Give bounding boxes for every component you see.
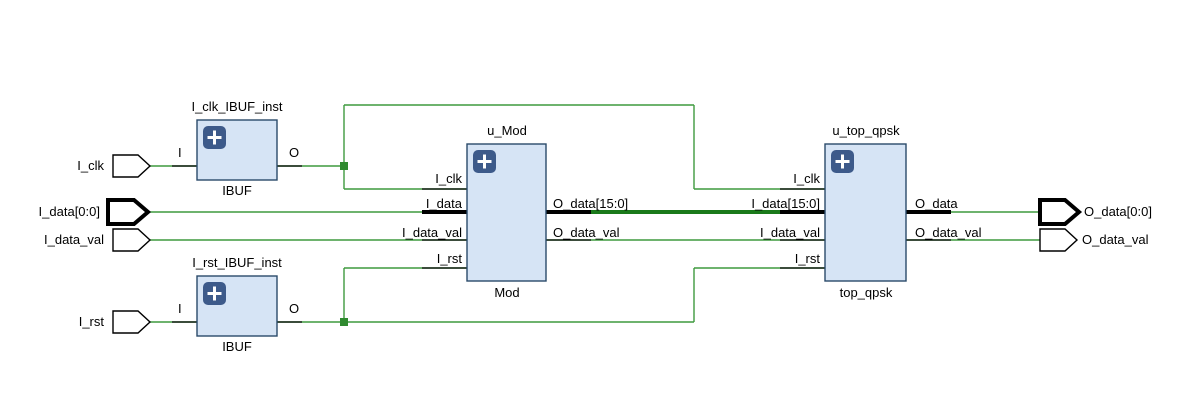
block-instance-label-u-top-qpsk: u_top_qpsk — [832, 123, 900, 138]
pin-label-u-top-qpsk-i-data: I_data[15:0] — [751, 196, 820, 211]
pin-label-u-mod-i-data: I_data — [425, 196, 462, 211]
pin-label-u-mod-o-data: O_data[15:0] — [553, 196, 629, 211]
output-port-shape-o-data-val[interactable] — [1039, 228, 1079, 252]
input-port-label-i-clk: I_clk — [77, 158, 104, 173]
input-port-label-i-rst: I_rst — [78, 314, 104, 329]
badge-layer — [203, 126, 854, 305]
pin-label-u-top-qpsk-o-data-val: O_data_val — [915, 225, 982, 240]
expand-plus-icon-u-mod[interactable] — [473, 150, 496, 173]
pin-label-u-top-qpsk-i-data-val: I_data_val — [760, 225, 820, 240]
pin-label-u-mod-i-rst: I_rst — [436, 251, 462, 266]
pin-label-u-mod-i-data-val: I_data_val — [402, 225, 462, 240]
pin-label-i-clk-ibuf-in: I — [178, 145, 182, 160]
output-port-shape-o-data[interactable] — [1038, 198, 1083, 226]
block-type-label-i-clk-ibuf: IBUF — [222, 183, 252, 198]
block-type-label-u-top-qpsk: top_qpsk — [839, 285, 893, 300]
pin-label-i-rst-ibuf-in: I — [178, 301, 182, 316]
input-port-label-i-data-val: I_data_val — [44, 232, 104, 247]
pin-label-i-clk-ibuf-out: O — [289, 145, 300, 160]
expand-plus-icon-i-clk-ibuf[interactable] — [203, 126, 226, 149]
block-instance-label-i-rst-ibuf: I_rst_IBUF_inst — [192, 255, 282, 270]
expand-plus-icon-u-top-qpsk[interactable] — [831, 150, 854, 173]
block-type-label-i-rst-ibuf: IBUF — [222, 339, 252, 354]
port-layer — [106, 154, 1083, 334]
pin-label-u-top-qpsk-i-rst: I_rst — [794, 251, 820, 266]
output-port-label-o-data-val: O_data_val — [1082, 232, 1149, 247]
pin-label-i-rst-ibuf-out: O — [289, 301, 300, 316]
pin-label-u-top-qpsk-o-data: O_data — [915, 196, 958, 211]
input-port-shape-i-clk[interactable] — [112, 154, 152, 178]
input-port-shape-i-data-val[interactable] — [112, 228, 152, 252]
pin-label-u-top-qpsk-i-clk: I_clk — [793, 171, 820, 186]
junction-dot-clk — [340, 162, 348, 170]
input-port-shape-i-rst[interactable] — [112, 310, 152, 334]
block-instance-label-u-mod: u_Mod — [487, 123, 527, 138]
junction-dot-rst — [340, 318, 348, 326]
block-type-label-u-mod: Mod — [494, 285, 520, 300]
pin-label-u-mod-o-data-val: O_data_val — [553, 225, 620, 240]
output-port-label-o-data: O_data[0:0] — [1084, 204, 1152, 219]
expand-plus-icon-i-rst-ibuf[interactable] — [203, 282, 226, 305]
input-port-label-i-data: I_data[0:0] — [38, 204, 100, 219]
input-port-shape-i-data[interactable] — [106, 198, 152, 226]
block-instance-label-i-clk-ibuf: I_clk_IBUF_inst — [191, 99, 283, 114]
pin-label-u-mod-i-clk: I_clk — [435, 171, 462, 186]
